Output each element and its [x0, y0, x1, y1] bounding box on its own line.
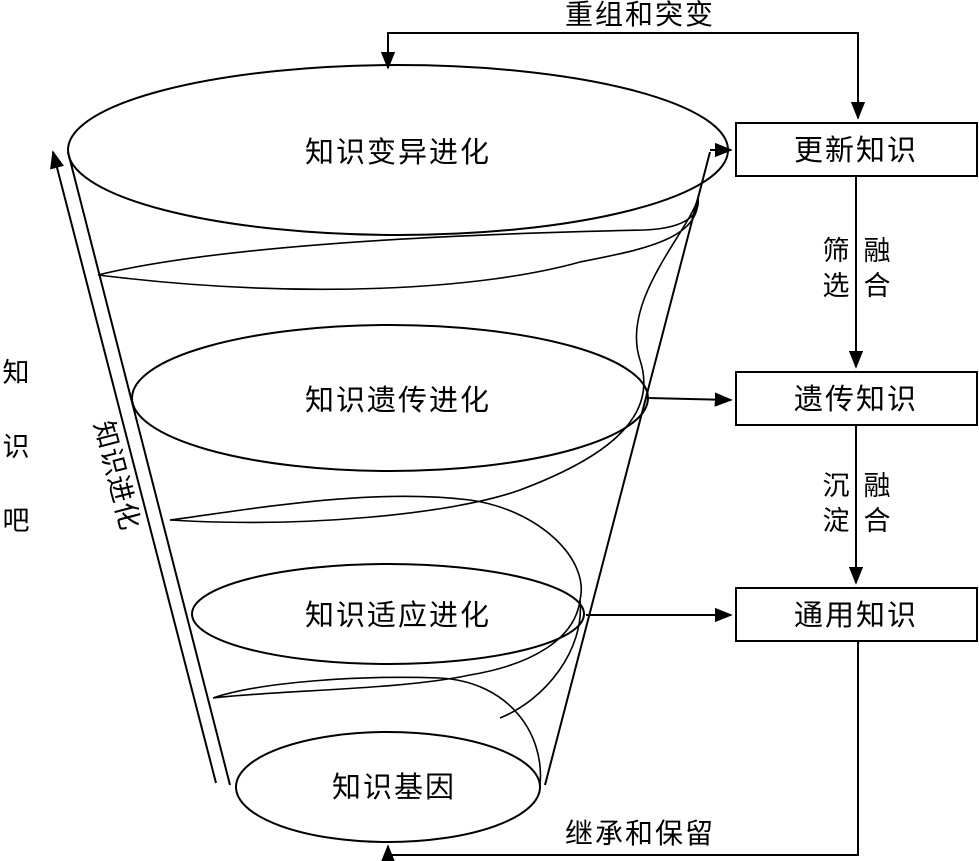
spiral-middle: [169, 495, 583, 786]
label-variation: 知识变异进化: [305, 135, 491, 169]
label-adaptation: 知识适应进化: [305, 598, 491, 632]
loop-bottom-label: 继承和保留: [565, 817, 715, 850]
funnel-right-side: [544, 151, 711, 786]
box-inherited: [735, 371, 978, 426]
side-label-1: 知: [3, 358, 30, 389]
label-fuse1-1: 融: [864, 236, 891, 267]
loop-top-label: 重组和突变: [565, 0, 715, 31]
label-fuse1-2: 合: [864, 271, 891, 302]
label-settle-1: 沉: [823, 471, 850, 502]
ellipse-adaptation: [191, 563, 585, 665]
label-inheritance: 知识遗传进化: [305, 383, 491, 417]
box-general: [735, 587, 978, 642]
ellipse-gene: [235, 731, 541, 843]
label-fuse2-2: 合: [864, 506, 891, 537]
box-updated-label: 更新知识: [794, 133, 918, 167]
label-filter-1: 筛: [823, 236, 850, 267]
box-general-label: 通用知识: [794, 598, 918, 632]
evolution-arrow: [50, 150, 217, 784]
arrow-to-inherited: [647, 392, 733, 407]
box-inherited-label: 遗传知识: [794, 382, 918, 416]
side-label-3: 吧: [3, 506, 30, 537]
loop-bottom-line: [380, 641, 859, 861]
spiral-lower: [499, 599, 582, 719]
loop-top-line: [380, 32, 866, 120]
box-updated: [735, 122, 978, 177]
label-settle-2: 淀: [823, 506, 850, 537]
label-gene: 知识基因: [332, 770, 456, 804]
side-label-2: 识: [3, 432, 30, 463]
spiral-upper: [97, 197, 699, 524]
label-filter-2: 选: [823, 271, 850, 302]
funnel-left-side: [67, 151, 231, 786]
label-fuse2-1: 融: [864, 471, 891, 502]
